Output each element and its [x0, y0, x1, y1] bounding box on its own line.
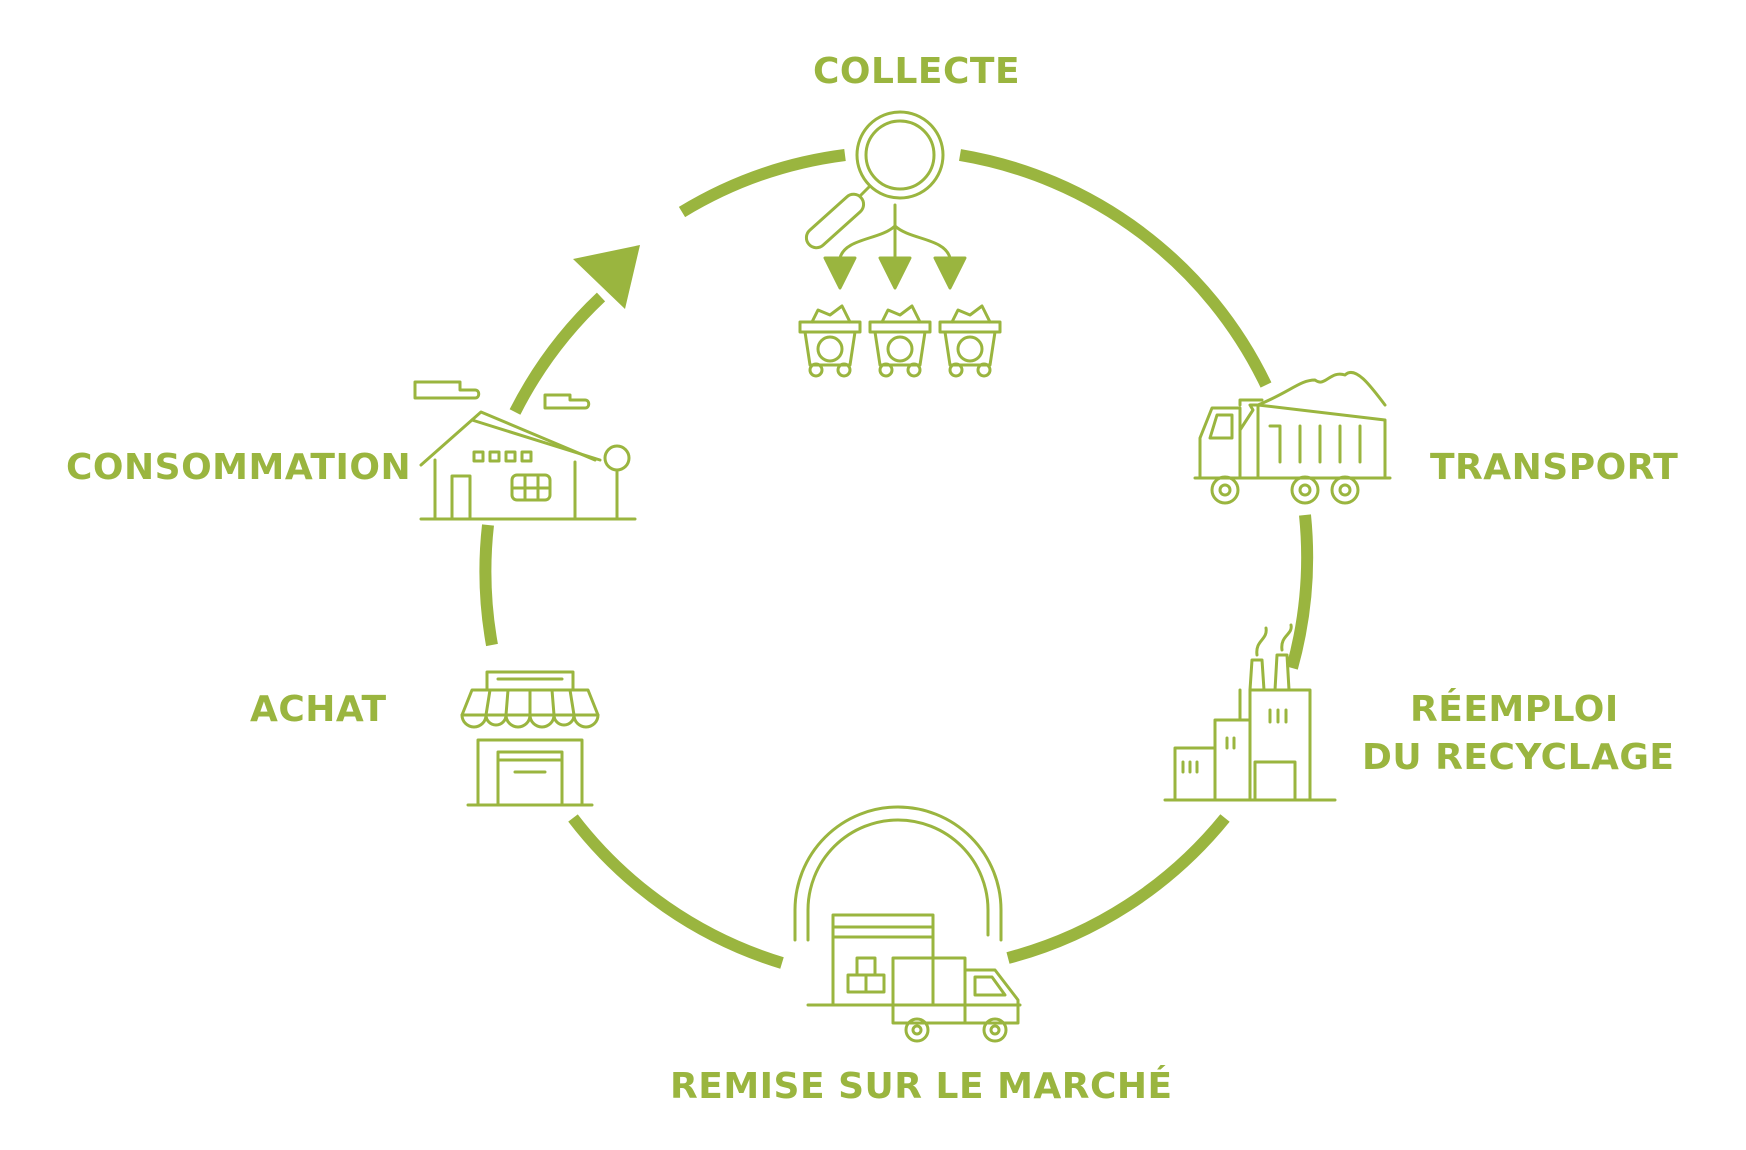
- dump-truck-icon: [1193, 370, 1392, 505]
- arc-consommation-to-arrow: [509, 292, 606, 415]
- stage-label-collecte: COLLECTE: [813, 51, 1021, 92]
- house-icon: [413, 380, 637, 521]
- factory-icon: [1163, 623, 1337, 802]
- arc-remise-to-achat: [568, 814, 784, 969]
- arc-collecte-to-transport: [959, 149, 1272, 388]
- shop-icon: [460, 670, 600, 807]
- arc-reemploi-to-remise: [1006, 814, 1230, 964]
- stage-label-transport: TRANSPORT: [1430, 447, 1679, 488]
- stage-label-remise: REMISE SUR LE MARCHÉ: [670, 1066, 1173, 1107]
- stage-label-reemploi-line1: RÉEMPLOI: [1410, 689, 1619, 730]
- arc-transport-to-reemploi: [1286, 514, 1314, 670]
- magnifier-sorting-bins-icon: [798, 110, 1002, 378]
- stage-label-reemploi-line2: DU RECYCLAGE: [1362, 737, 1675, 778]
- arrowhead-icon: [573, 245, 640, 309]
- stage-label-achat: ACHAT: [250, 689, 387, 730]
- arc-gap-to-collecte: [678, 149, 846, 218]
- arc-achat-to-consommation: [479, 524, 498, 647]
- stage-label-consommation: CONSOMMATION: [66, 447, 412, 488]
- warehouse-delivery-truck-icon: [793, 805, 1022, 1043]
- cycle-ring: [479, 149, 1314, 969]
